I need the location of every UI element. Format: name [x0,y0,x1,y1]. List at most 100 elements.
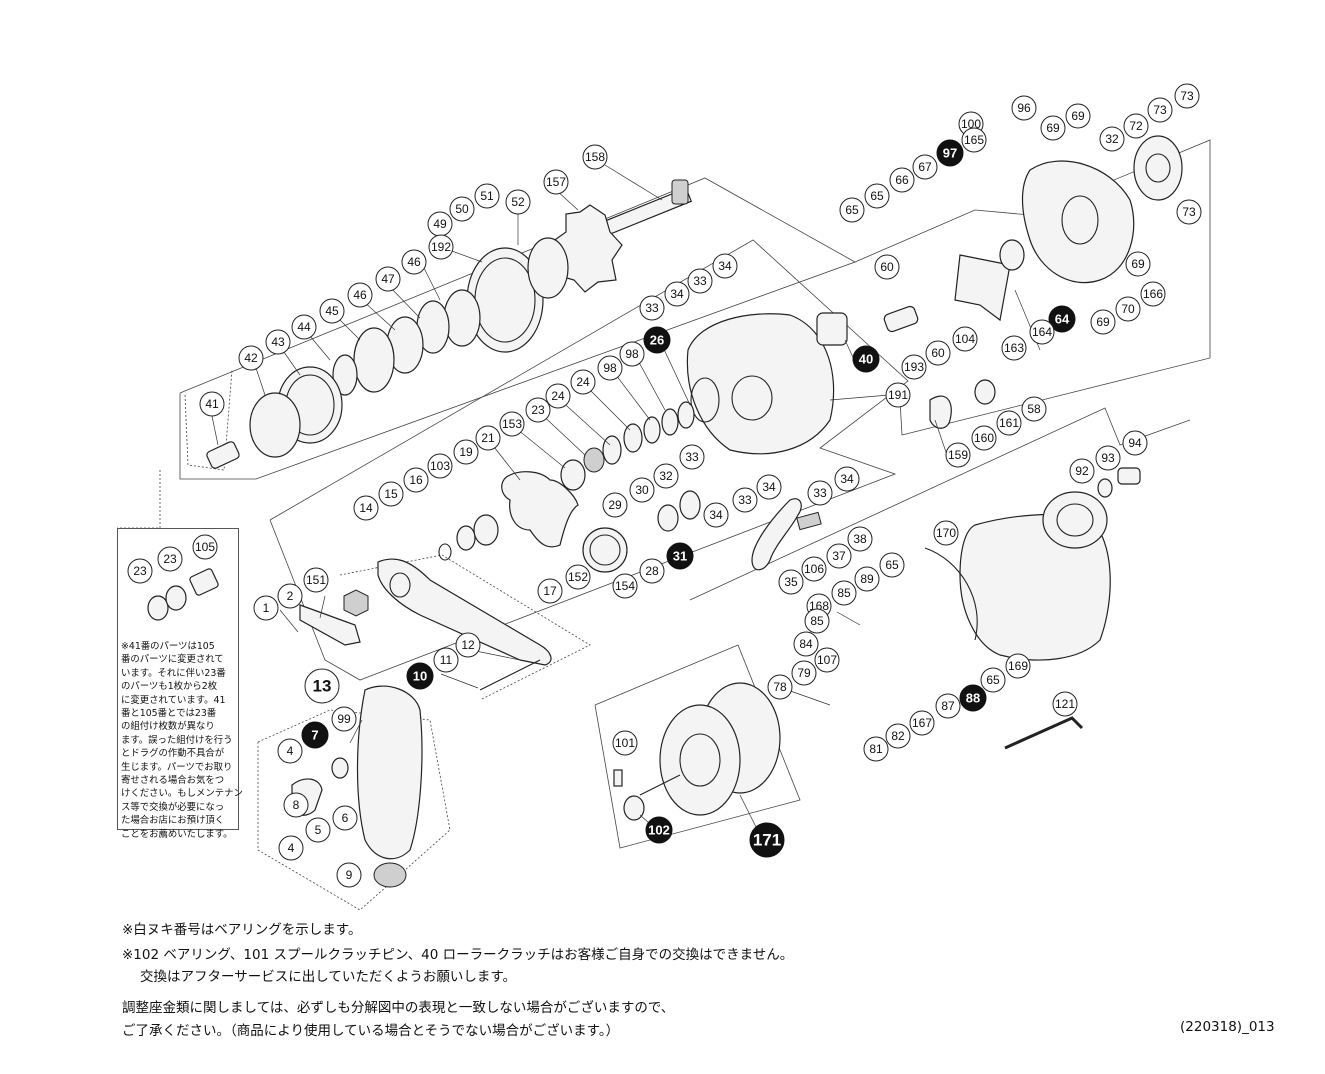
part-marker [1021,396,1047,422]
note-line: います。それに伴い23番 [121,667,226,679]
part-callout-17: 17 [537,578,563,604]
part-marker [996,410,1022,436]
part-marker [653,463,679,489]
part-number-label: 170 [936,526,956,540]
part-callout-102: 102 [645,816,673,844]
part-number-label: 33 [738,493,752,507]
part-number-label: 34 [718,259,732,273]
part-callout-29: 29 [602,492,628,518]
part-number-label: 167 [912,716,932,730]
part-callout-23: 23 [157,546,183,572]
part-callout-42: 42 [238,345,264,371]
part-callout-46: 46 [347,282,373,308]
part-marker [1090,309,1116,335]
part-number-label: 78 [773,680,787,694]
part-marker [582,144,608,170]
part-number-label: 69 [1096,315,1110,329]
part-number-label: 44 [297,320,311,334]
bushing-41-drawing [206,441,240,469]
drive-shaft-drawing [599,179,693,237]
part-number-label: 101 [615,736,635,750]
part-callout-84: 84 [793,631,819,657]
part-marker [778,569,804,595]
part-callout-191: 191 [885,382,911,408]
part-number-label: 33 [645,301,659,315]
part-callout-85: 85 [804,608,830,634]
part-marker [505,189,531,215]
part-number-label: 6 [342,811,349,825]
part-callout-98: 98 [619,341,645,367]
part-callout-24: 24 [570,369,596,395]
part-callout-152: 152 [565,564,591,590]
part-callout-31: 31 [666,542,694,570]
part-marker [277,738,303,764]
part-callout-37: 37 [826,543,852,569]
part-callout-26: 26 [643,326,671,354]
bearing-marker [1048,305,1076,333]
part-marker [336,862,362,888]
part-number-label: 89 [860,572,874,586]
part-number-label: 17 [543,584,557,598]
part-number-label: 16 [409,473,423,487]
part-marker [933,520,959,546]
star-21-drawing [501,471,579,548]
part-number-label: 161 [999,416,1019,430]
part-marker [427,453,453,479]
bearing-marker [643,326,671,354]
part-marker [378,481,404,507]
part-callout-104: 104 [952,326,978,352]
washer-46-drawing [443,289,481,347]
roller-clutch-drawing [816,312,848,346]
part-marker [253,595,279,621]
part-marker [712,253,738,279]
footer-service-note-2: 交換はアフターサービスに出していただくようお願いします。 [140,969,516,985]
part-number-label: 159 [948,448,968,462]
part-number-label: 65 [885,558,899,572]
part-marker [664,281,690,307]
part-number-label: 13 [313,677,332,696]
part-number-label: 11 [440,653,453,667]
part-marker [475,425,501,451]
part-callout-79: 79 [791,660,817,686]
part-callout-73: 73 [1147,97,1173,123]
part-callout-158: 158 [582,144,608,170]
part-callout-43: 43 [265,329,291,355]
part-marker [1001,335,1027,361]
part-marker [912,154,938,180]
part-callout-16: 16 [403,467,429,493]
bearing-marker [749,822,785,858]
part-callout-5: 5 [305,817,331,843]
part-number-label: 166 [1143,287,1163,301]
part-callout-33: 33 [679,444,705,470]
part-callout-32: 32 [653,463,679,489]
part-marker [612,730,638,756]
part-number-label: 106 [804,562,824,576]
part-callout-157: 157 [543,169,569,195]
part-marker [238,345,264,371]
side-plate-drawing [686,313,835,455]
part-number-label: 24 [576,375,590,389]
part-number-label: 45 [325,304,339,318]
part-number-label: 35 [784,575,798,589]
part-number-label: 50 [455,202,469,216]
washer-52-drawing [527,237,569,299]
part-callout-10: 10 [406,662,434,690]
part-callout-69: 69 [1040,115,1066,141]
part-callout-72: 72 [1123,113,1149,139]
part-number-label: 158 [585,150,605,164]
part-marker [278,835,304,861]
part-marker [499,411,525,437]
right-cover-drawing [1021,160,1135,284]
part-callout-52: 52 [505,189,531,215]
part-number-label: 79 [797,666,811,680]
footer-bearing-note: ※白ヌキ番号はベアリングを示します。 [122,922,362,938]
side-plate-72-drawing [1133,135,1183,201]
part-callout-159: 159 [945,442,971,468]
part-callout-87: 87 [935,693,961,719]
parts-change-note-box [117,528,239,830]
part-number-label: 66 [895,173,909,187]
part-marker [831,580,857,606]
part-callout-97: 97 [936,139,964,167]
retainer-2-drawing [299,604,361,646]
part-callout-33: 33 [639,295,665,321]
